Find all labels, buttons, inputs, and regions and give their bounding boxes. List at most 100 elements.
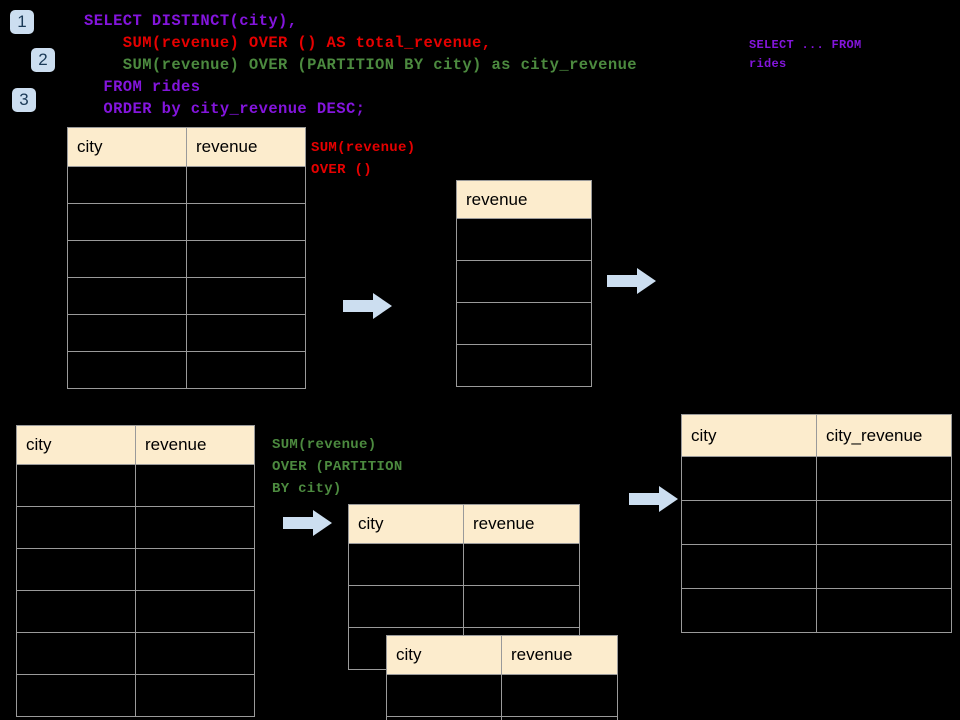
annotation-sum-over-empty: SUM(revenue) OVER () [311, 140, 416, 178]
table-row [67, 166, 306, 204]
step-badge-2[interactable]: 2 [31, 48, 55, 72]
cell-city [681, 544, 817, 589]
cell-revenue [186, 240, 306, 278]
cell-revenue [135, 548, 255, 591]
cell-city [67, 314, 187, 352]
cell-city [681, 456, 817, 501]
total-revenue-table: revenue [456, 180, 592, 387]
table-row [386, 716, 618, 720]
cell-revenue [186, 314, 306, 352]
table-row [456, 302, 592, 345]
cell-city [67, 240, 187, 278]
column-header-revenue: revenue [501, 635, 618, 675]
table-header-row: city city_revenue [681, 414, 952, 457]
annotation-sum-over-partition: SUM(revenue) OVER (PARTITION BY city) [272, 437, 403, 497]
column-header-city: city [16, 425, 136, 465]
rides-source-table-2: city revenue [16, 425, 255, 717]
sql-line-total-revenue: SUM(revenue) OVER () AS total_revenue, [84, 34, 492, 52]
cell-revenue [463, 543, 580, 586]
column-header-city: city [67, 127, 187, 167]
result-table: city city_revenue [681, 414, 952, 633]
table-row [681, 588, 952, 633]
table-row [67, 277, 306, 315]
table-row [386, 674, 618, 717]
column-header-city: city [386, 635, 502, 675]
column-header-revenue: revenue [186, 127, 306, 167]
column-header-revenue: revenue [135, 425, 255, 465]
table-row [16, 674, 255, 717]
sql-line-city-revenue: SUM(revenue) OVER (PARTITION BY city) as… [84, 56, 637, 74]
cell-city [67, 351, 187, 389]
table-row [681, 500, 952, 545]
cell-city-revenue [816, 456, 952, 501]
table-row [348, 585, 580, 628]
cell-revenue [456, 218, 592, 261]
cell-revenue [135, 632, 255, 675]
cell-revenue [135, 506, 255, 549]
cell-city [348, 543, 464, 586]
table-header-row: city revenue [16, 425, 255, 465]
partition-group-table-b: city revenue [386, 635, 618, 720]
cell-city-revenue [816, 544, 952, 589]
cell-revenue [456, 344, 592, 387]
arrow-total-to-result [607, 267, 657, 300]
cell-revenue [456, 260, 592, 303]
table-row [348, 543, 580, 586]
cell-city [681, 500, 817, 545]
table-header-row: city revenue [348, 504, 580, 544]
cell-revenue [135, 464, 255, 507]
cell-city [681, 588, 817, 633]
cell-city [348, 585, 464, 628]
table-row [456, 344, 592, 387]
table-row [456, 260, 592, 303]
table-row [681, 544, 952, 589]
table-row [456, 218, 592, 261]
table-header-row: city revenue [386, 635, 618, 675]
cell-city [67, 277, 187, 315]
table-row [16, 548, 255, 591]
cell-revenue [186, 351, 306, 389]
cell-city [16, 674, 136, 717]
table-row [681, 456, 952, 501]
cell-revenue [186, 277, 306, 315]
cell-city [16, 548, 136, 591]
cell-city [67, 203, 187, 241]
arrow-partition-to-result [629, 485, 679, 518]
table-row [67, 351, 306, 389]
cell-revenue [186, 203, 306, 241]
cell-revenue [135, 590, 255, 633]
step-badge-3[interactable]: 3 [12, 88, 36, 112]
table-row [67, 203, 306, 241]
table-header-row: revenue [456, 180, 592, 219]
table-row [16, 464, 255, 507]
table-header-row: city revenue [67, 127, 306, 167]
sql-line-select: SELECT DISTINCT(city), [84, 12, 298, 30]
annotation-select-from-rides: SELECT ... FROM rides [749, 38, 862, 71]
cell-revenue [456, 302, 592, 345]
table-row [67, 314, 306, 352]
table-row [16, 590, 255, 633]
cell-city [67, 166, 187, 204]
sql-line-from: FROM rides [84, 78, 201, 96]
cell-city [386, 674, 502, 717]
cell-revenue [186, 166, 306, 204]
column-header-city-revenue: city_revenue [816, 414, 952, 457]
step-badge-1[interactable]: 1 [10, 10, 34, 34]
cell-city [16, 632, 136, 675]
sql-line-order-by: ORDER by city_revenue DESC; [84, 100, 366, 118]
cell-city-revenue [816, 500, 952, 545]
table-row [16, 506, 255, 549]
cell-city [16, 506, 136, 549]
column-header-city: city [681, 414, 817, 457]
column-header-city: city [348, 504, 464, 544]
cell-city [16, 590, 136, 633]
column-header-revenue: revenue [456, 180, 592, 219]
cell-revenue [501, 716, 618, 720]
cell-city [16, 464, 136, 507]
arrow-source-to-total [343, 292, 393, 325]
column-header-revenue: revenue [463, 504, 580, 544]
cell-revenue [135, 674, 255, 717]
table-row [16, 632, 255, 675]
rides-source-table: city revenue [67, 127, 306, 389]
